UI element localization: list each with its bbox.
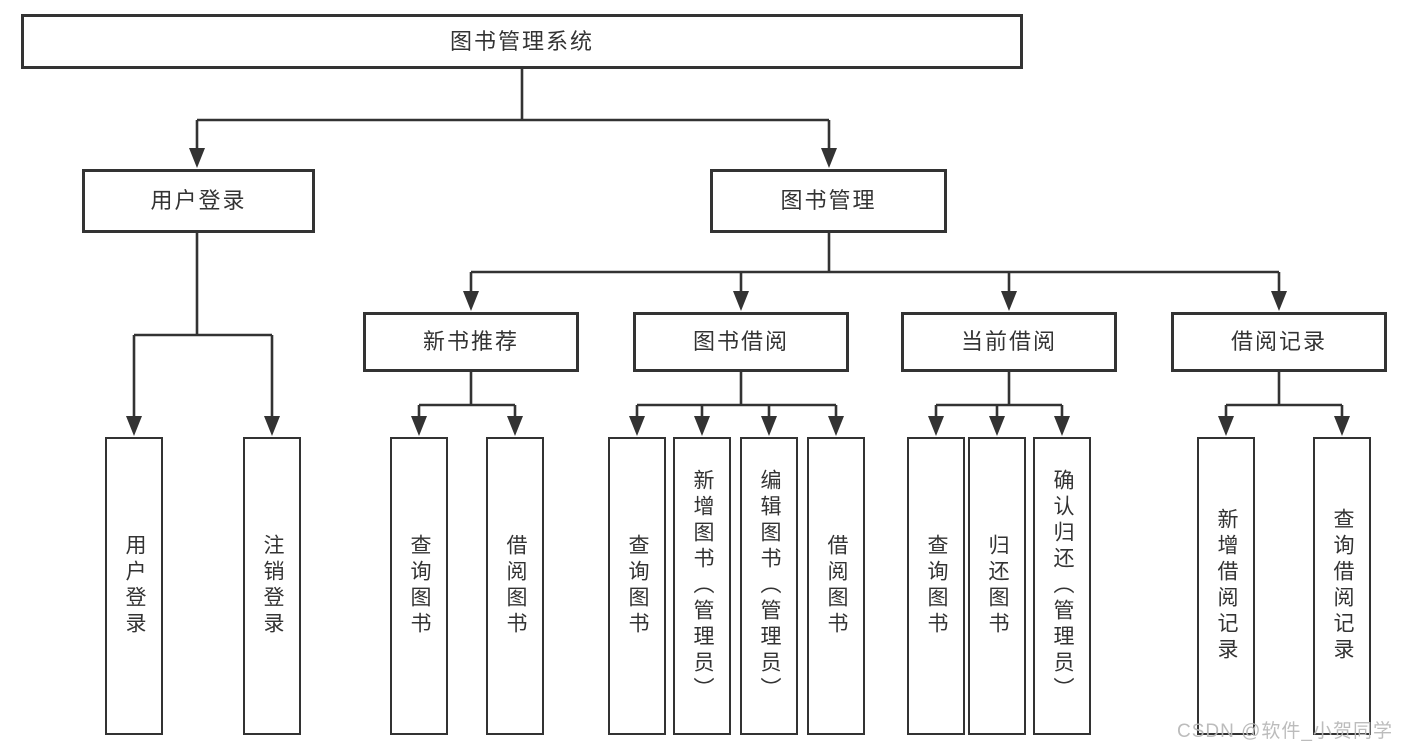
node-current-borrow: 当前借阅	[901, 312, 1117, 372]
leaf-add-book-admin: 新增图书（管理员）	[673, 437, 731, 735]
csdn-watermark: CSDN @软件_小贺同学	[1177, 721, 1393, 742]
leaf-edit-book-admin: 编辑图书（管理员）	[740, 437, 798, 735]
leaf-add-borrow-record: 新增借阅记录	[1197, 437, 1255, 735]
leaf-user-login: 用户登录	[105, 437, 163, 735]
leaf-query-book-current: 查询图书	[907, 437, 965, 735]
leaf-borrow-book-recommend: 借阅图书	[486, 437, 544, 735]
node-user-login: 用户登录	[82, 169, 315, 233]
node-book-borrow: 图书借阅	[633, 312, 849, 372]
leaf-logout: 注销登录	[243, 437, 301, 735]
node-book-management: 图书管理	[710, 169, 947, 233]
leaf-query-book-borrow: 查询图书	[608, 437, 666, 735]
leaf-query-borrow-record: 查询借阅记录	[1313, 437, 1371, 735]
node-borrow-record: 借阅记录	[1171, 312, 1387, 372]
node-root-system: 图书管理系统	[21, 14, 1023, 69]
node-new-book-recommend: 新书推荐	[363, 312, 579, 372]
leaf-query-book-recommend: 查询图书	[390, 437, 448, 735]
leaf-borrow-book: 借阅图书	[807, 437, 865, 735]
leaf-return-book: 归还图书	[968, 437, 1026, 735]
leaf-confirm-return-admin: 确认归还（管理员）	[1033, 437, 1091, 735]
